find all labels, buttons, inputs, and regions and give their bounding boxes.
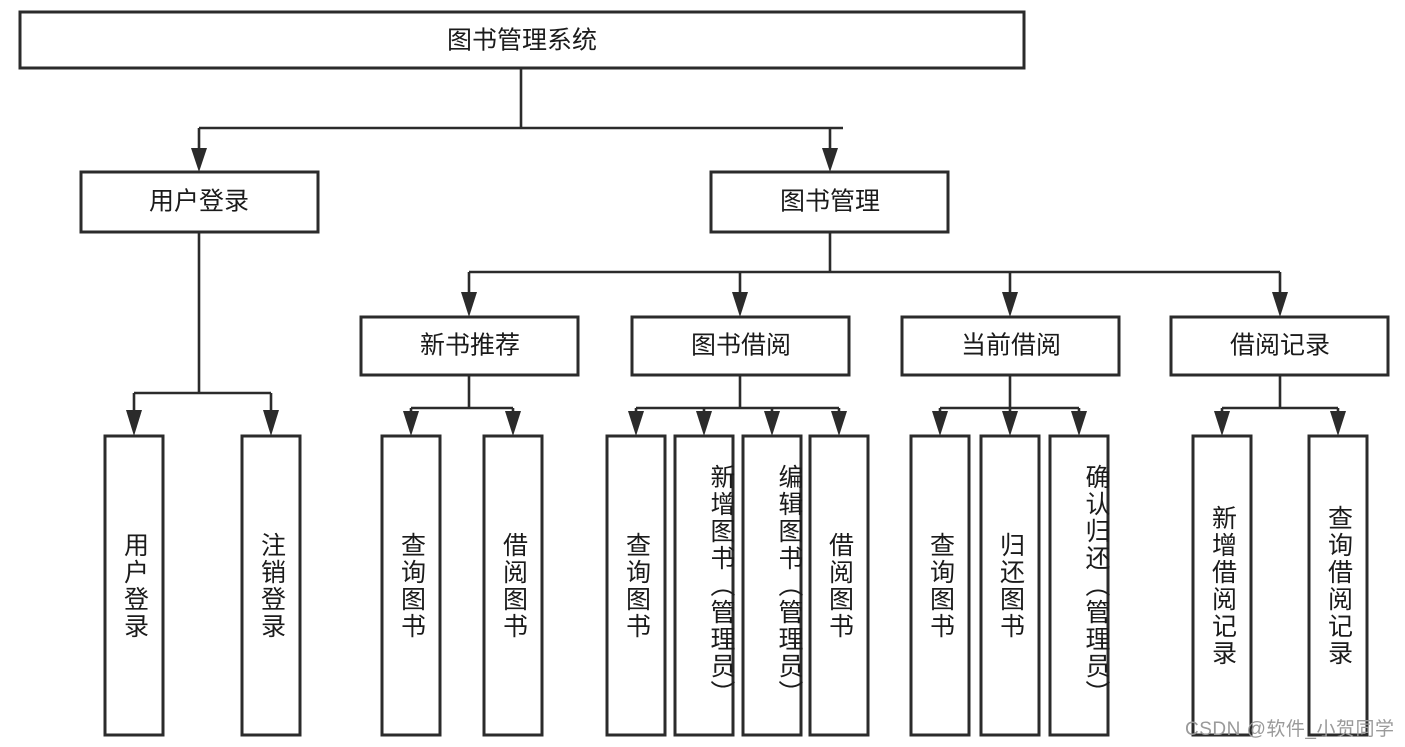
leaf-box-user-login-2[interactable] <box>240 434 302 737</box>
arrow-bookborrow-leaf-4 <box>831 411 847 436</box>
arrow-to-new-book <box>461 292 477 317</box>
node-book-management-label: 图书管理 <box>780 188 880 216</box>
arrow-bookborrow-leaf-3 <box>764 411 780 436</box>
leaf-box-current-borrow-2[interactable] <box>979 434 1041 737</box>
node-user-login[interactable] <box>79 170 320 234</box>
node-current-borrow-label: 当前借阅 <box>961 332 1061 360</box>
arrow-borrowrecord-leaf-2 <box>1330 411 1346 436</box>
arrow-userlogin-leaf-2 <box>263 410 279 436</box>
arrow-bookborrow-leaf-1 <box>628 411 644 436</box>
arrow-newbook-leaf-1 <box>403 411 419 436</box>
leaf-box-current-borrow-1[interactable] <box>909 434 971 737</box>
node-book-borrow[interactable] <box>630 315 851 377</box>
arrow-currentborrow-leaf-2 <box>1002 411 1018 436</box>
arrow-to-current-borrow <box>1002 292 1018 317</box>
node-new-book-recommend[interactable] <box>359 315 580 377</box>
node-root[interactable] <box>18 10 1026 70</box>
leaf-box-current-borrow-3[interactable] <box>1048 434 1110 737</box>
node-book-management[interactable] <box>709 170 950 234</box>
arrow-userlogin-leaf-1 <box>126 410 142 436</box>
leaf-box-book-borrow-3[interactable] <box>741 434 803 737</box>
node-book-borrow-label: 图书借阅 <box>691 332 791 360</box>
arrow-currentborrow-leaf-3 <box>1071 411 1087 436</box>
arrow-bookborrow-leaf-2 <box>696 411 712 436</box>
leaf-box-book-borrow-2[interactable] <box>673 434 735 737</box>
arrow-to-user-login <box>191 148 207 172</box>
node-borrow-record-label: 借阅记录 <box>1230 332 1330 360</box>
arrow-newbook-leaf-2 <box>505 411 521 436</box>
edges-layer <box>126 68 1346 436</box>
leaf-box-new-book-1[interactable] <box>380 434 442 737</box>
nodes-layer: 图书管理系统 用户登录 图书管理 新书推荐 图书借阅 当前借阅 借阅记录 <box>18 10 1390 737</box>
leaf-box-new-book-2[interactable] <box>482 434 544 737</box>
node-borrow-record[interactable] <box>1169 315 1390 377</box>
leaf-box-borrow-record-2[interactable] <box>1307 434 1369 737</box>
arrow-borrowrecord-leaf-1 <box>1214 411 1230 436</box>
arrow-to-borrow-record <box>1272 292 1288 317</box>
arrow-to-book-mgmt <box>822 148 838 172</box>
leaf-box-user-login-1[interactable] <box>103 434 165 737</box>
node-user-login-label: 用户登录 <box>149 188 249 216</box>
arrow-currentborrow-leaf-1 <box>932 411 948 436</box>
leaf-box-book-borrow-4[interactable] <box>808 434 870 737</box>
leaf-box-book-borrow-1[interactable] <box>605 434 667 737</box>
node-root-label: 图书管理系统 <box>447 27 597 55</box>
node-current-borrow[interactable] <box>900 315 1121 377</box>
leaf-box-borrow-record-1[interactable] <box>1191 434 1253 737</box>
arrow-to-book-borrow <box>732 292 748 317</box>
watermark-text: CSDN @软件_小贺同学 <box>1185 719 1395 740</box>
node-new-book-recommend-label: 新书推荐 <box>420 332 520 360</box>
